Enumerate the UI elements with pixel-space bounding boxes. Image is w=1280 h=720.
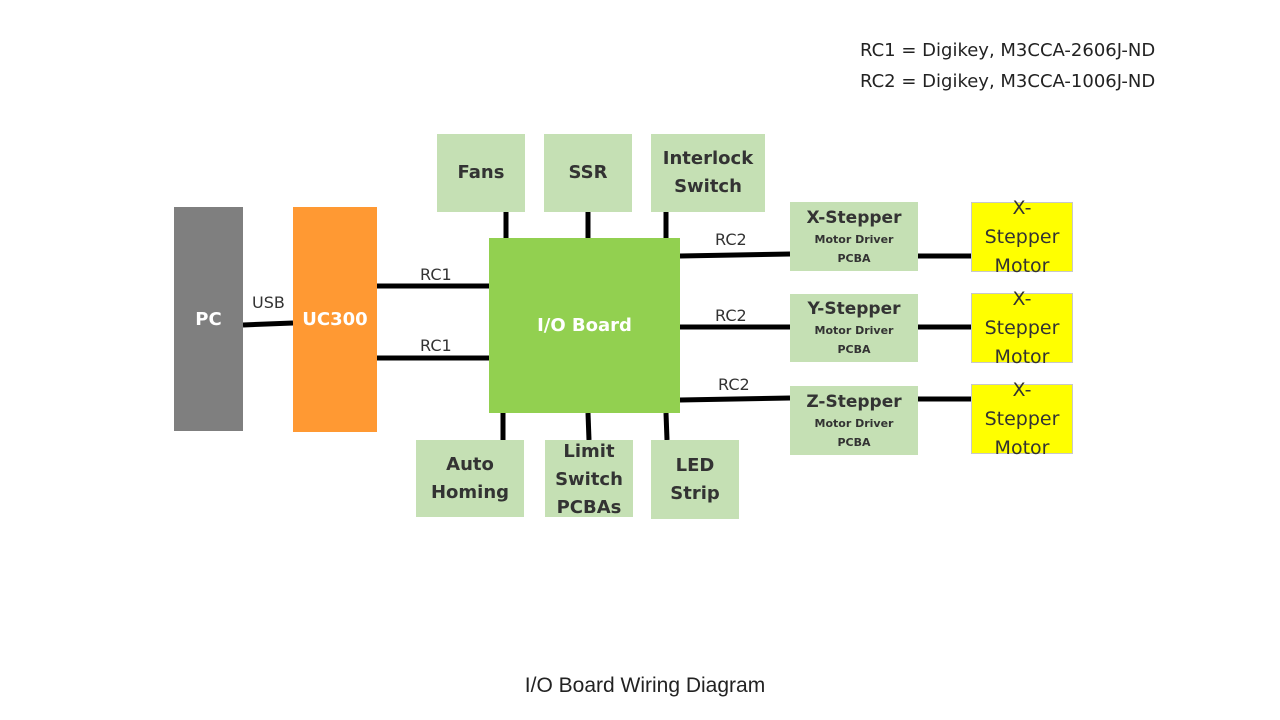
uc300-block: UC300 xyxy=(293,207,377,432)
motor-block-1: X- Stepper Motor xyxy=(971,197,1073,277)
usb-wire xyxy=(242,320,294,328)
motor-3-line1: X- xyxy=(1012,378,1032,401)
uc300-label: UC300 xyxy=(302,309,368,330)
motor-2-line2: Stepper xyxy=(984,316,1060,339)
fans-block: Fans xyxy=(437,134,525,212)
legend-rc1: RC1 = Digikey, M3CCA-2606J-ND xyxy=(860,40,1156,61)
limit-switch-wire xyxy=(585,412,592,441)
motor-1-line3: Motor xyxy=(994,254,1050,277)
limit-switch-label-line3: PCBAs xyxy=(556,496,622,518)
rc1-bottom-label: RC1 xyxy=(420,336,452,355)
fans-label: Fans xyxy=(457,162,505,183)
auto-homing-label-line2: Homing xyxy=(430,481,510,503)
z-driver-line2: PCBA xyxy=(837,435,871,449)
motor-block-2: X- Stepper Motor xyxy=(971,288,1073,368)
interlock-label-line1: Interlock xyxy=(662,148,754,169)
motor-1-line2: Stepper xyxy=(984,225,1060,248)
limit-switch-label-line1: Limit xyxy=(563,440,615,462)
motor-block-3: X- Stepper Motor xyxy=(971,379,1073,459)
motor-2-line1: X- xyxy=(1012,287,1032,310)
pc-block: PC xyxy=(174,207,243,431)
rc2-y-label: RC2 xyxy=(715,306,747,325)
rc2-x-wire xyxy=(679,251,791,259)
x-driver-title: X-Stepper xyxy=(806,207,902,228)
auto-homing-block: Auto Homing xyxy=(416,440,524,517)
limit-switch-label-line2: Switch xyxy=(555,468,623,490)
led-strip-block: LED Strip xyxy=(651,440,739,519)
ssr-block: SSR xyxy=(544,134,632,212)
io-board-block: I/O Board xyxy=(489,238,680,413)
y-driver-line2: PCBA xyxy=(837,343,871,356)
rc2-z-wire xyxy=(679,395,791,403)
y-driver-line1: Motor Driver xyxy=(814,324,894,337)
x-stepper-driver-block: X-Stepper Motor Driver PCBA xyxy=(790,202,918,271)
led-strip-label-line2: Strip xyxy=(670,482,720,504)
y-stepper-driver-block: Y-Stepper Motor Driver PCBA xyxy=(790,294,918,362)
rc2-x-label: RC2 xyxy=(715,230,747,249)
z-driver-title: Z-Stepper xyxy=(806,391,902,412)
z-driver-line1: Motor Driver xyxy=(814,416,894,430)
z-stepper-driver-block: Z-Stepper Motor Driver PCBA xyxy=(790,386,918,455)
legend-rc2: RC2 = Digikey, M3CCA-1006J-ND xyxy=(860,71,1156,92)
rc2-z-label: RC2 xyxy=(718,375,750,394)
x-driver-line2: PCBA xyxy=(837,251,871,265)
led-strip-wire xyxy=(663,412,670,441)
interlock-switch-block: Interlock Switch xyxy=(651,134,765,212)
led-strip-label-line1: LED xyxy=(675,454,715,476)
usb-label: USB xyxy=(252,293,285,312)
auto-homing-label-line1: Auto xyxy=(446,453,494,475)
motor-1-line1: X- xyxy=(1012,196,1032,219)
motor-3-line3: Motor xyxy=(994,436,1050,459)
diagram-caption: I/O Board Wiring Diagram xyxy=(524,674,766,697)
io-board-label: I/O Board xyxy=(537,315,632,336)
rc1-top-label: RC1 xyxy=(420,265,452,284)
interlock-label-line2: Switch xyxy=(674,176,742,197)
motor-2-line3: Motor xyxy=(994,345,1050,368)
y-driver-title: Y-Stepper xyxy=(807,299,901,319)
limit-switch-block: Limit Switch PCBAs xyxy=(545,440,633,518)
motor-3-line2: Stepper xyxy=(984,407,1060,430)
x-driver-line1: Motor Driver xyxy=(814,232,894,246)
pc-label: PC xyxy=(195,308,222,330)
ssr-label: SSR xyxy=(568,162,608,183)
